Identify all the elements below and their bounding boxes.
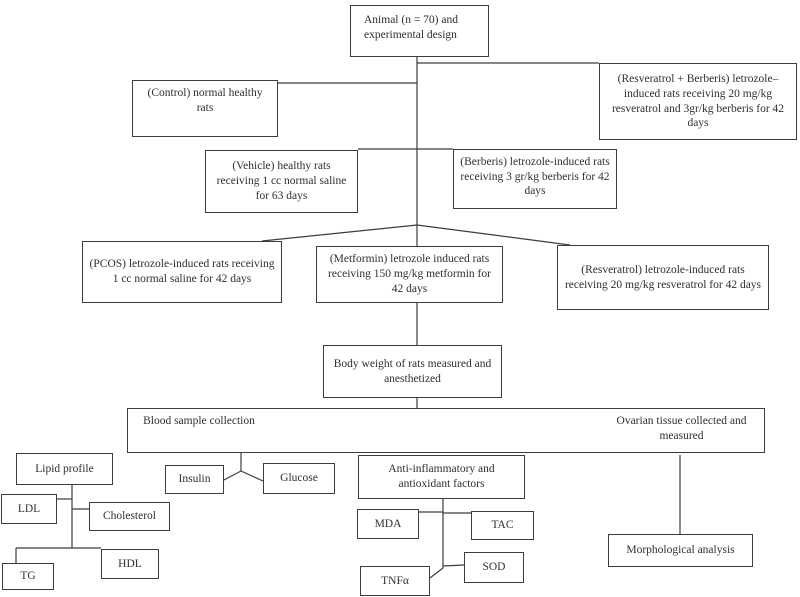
- node-ldl: LDL: [1, 494, 57, 524]
- node-hdl: HDL: [101, 549, 159, 579]
- node-sod: SOD: [464, 552, 524, 583]
- node-vehicle: (Vehicle) healthy rats receiving 1 cc no…: [205, 150, 358, 213]
- node-insulin: Insulin: [165, 465, 224, 494]
- node-glucose: Glucose: [263, 463, 335, 494]
- node-body-weight: Body weight of rats measured and anesthe…: [323, 345, 502, 398]
- node-morphological-analysis: Morphological analysis: [608, 534, 753, 567]
- node-lipid-profile: Lipid profile: [16, 453, 113, 485]
- node-tnf-alpha: TNFα: [360, 566, 430, 596]
- node-berberis: (Berberis) letrozole-induced rats receiv…: [453, 149, 617, 209]
- node-metformin: (Metformin) letrozole induced rats recei…: [316, 246, 503, 303]
- collection-bar: [127, 408, 765, 453]
- node-tg: TG: [2, 563, 54, 590]
- node-mda: MDA: [357, 509, 419, 539]
- node-pcos: (PCOS) letrozole-induced rats receiving …: [82, 241, 282, 303]
- node-ovarian-tissue: Ovarian tissue collected and measured: [616, 415, 747, 442]
- node-blood-sample-collection: Blood sample collection: [143, 415, 255, 427]
- node-tac: TAC: [471, 511, 534, 540]
- node-resveratrol-berberis: (Resveratrol + Berberis) letrozole–induc…: [599, 63, 797, 140]
- node-cholesterol: Cholesterol: [89, 502, 170, 531]
- node-animal: Animal (n = 70) and experimental design: [350, 5, 489, 57]
- node-anti-inflammatory: Anti-inflammatory and antioxidant factor…: [358, 455, 525, 499]
- node-resveratrol: (Resveratrol) letrozole-induced rats rec…: [557, 245, 769, 310]
- node-control: (Control) normal healthy rats: [132, 80, 278, 137]
